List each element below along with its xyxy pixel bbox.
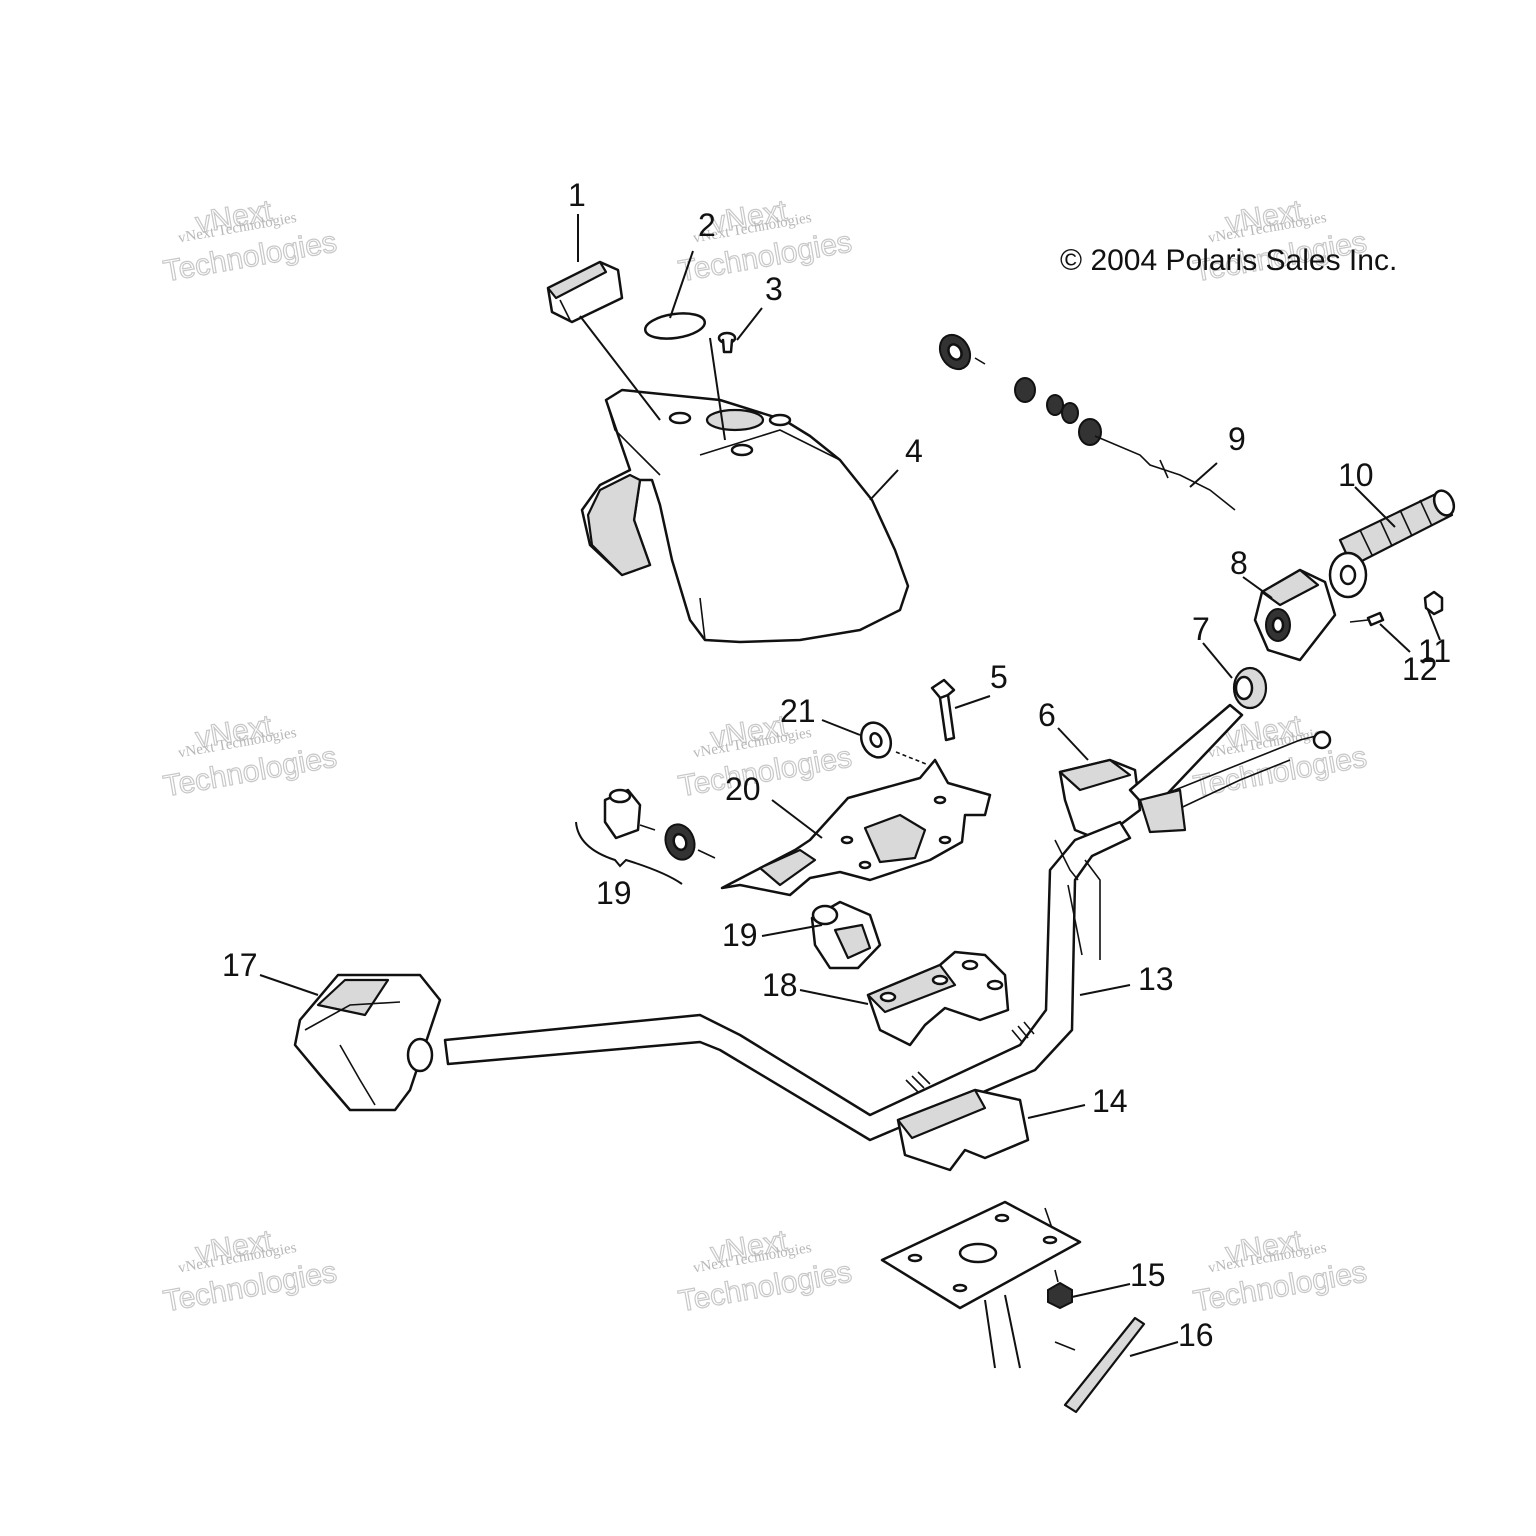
copyright-text: © 2004 Polaris Sales Inc. [1060,244,1397,277]
callout-15: 15 [1130,1257,1166,1293]
callout-10: 10 [1338,457,1374,493]
callout-20: 20 [725,771,761,807]
callout-1: 1 [568,177,586,213]
part-10-grip [1328,489,1456,599]
part-13-handlebar [443,820,1132,1142]
callout-6: 6 [1038,697,1056,733]
part-7-bushing [1232,666,1268,710]
part-18-upper-clamp [866,950,1010,1047]
part-16-strap [1054,1316,1146,1414]
callout-9: 9 [1228,421,1246,457]
callout-16: 16 [1178,1317,1214,1353]
watermark: vNext vNext Technologies Technologies [675,709,854,804]
watermark: vNext vNext Technologies Technologies [1190,1224,1369,1319]
part-19-ignition-switch [810,900,882,970]
part-19-switch [575,788,716,885]
callout-8: 8 [1230,545,1248,581]
part-21-washer [859,721,927,765]
part-11-nut [1423,590,1444,616]
callout-11: 11 [1418,633,1451,669]
callout-19b: 19 [722,917,758,953]
part-1-switch [546,260,624,324]
callout-12: 12 [1402,651,1438,687]
part-20-bracket [720,758,992,897]
callout-2: 2 [698,207,716,243]
part-14-lower-clamp [896,1088,1030,1172]
part-17-switch-housing [293,973,442,1112]
callout-3: 3 [765,271,783,307]
watermark: vNext vNext Technologies Technologies [1190,709,1369,804]
part-12-screw [1349,611,1385,627]
part-6-master-cylinder [1058,703,1332,842]
watermark: vNext vNext Technologies Technologies [160,1224,339,1319]
part-3-screw [717,331,737,354]
callout-21: 21 [780,693,816,729]
callout-labels: 1 2 3 4 5 6 7 8 9 10 11 12 13 14 15 16 1… [222,177,1451,1353]
part-4-cover [580,388,910,644]
watermark: vNext vNext Technologies Technologies [675,1224,854,1319]
watermark: vNext vNext Technologies Technologies [675,194,854,289]
callout-4: 4 [905,433,923,469]
callout-14: 14 [1092,1083,1128,1119]
part-8-throttle-housing [1253,568,1337,662]
callout-5: 5 [990,659,1008,695]
leader-lines [259,214,1441,1357]
callout-18: 18 [762,967,798,1003]
callout-13: 13 [1138,961,1174,997]
part-15-mount-plate [880,1200,1082,1369]
watermark: vNext vNext Technologies Technologies [160,709,339,804]
part-2-decal [643,312,707,340]
callout-17: 17 [222,947,258,983]
callout-19a: 19 [596,875,632,911]
part-9-throttle-cable [938,333,1236,511]
watermark: vNext vNext Technologies Technologies [160,194,339,289]
callout-7: 7 [1192,611,1210,647]
part-5-bolt [930,678,956,742]
